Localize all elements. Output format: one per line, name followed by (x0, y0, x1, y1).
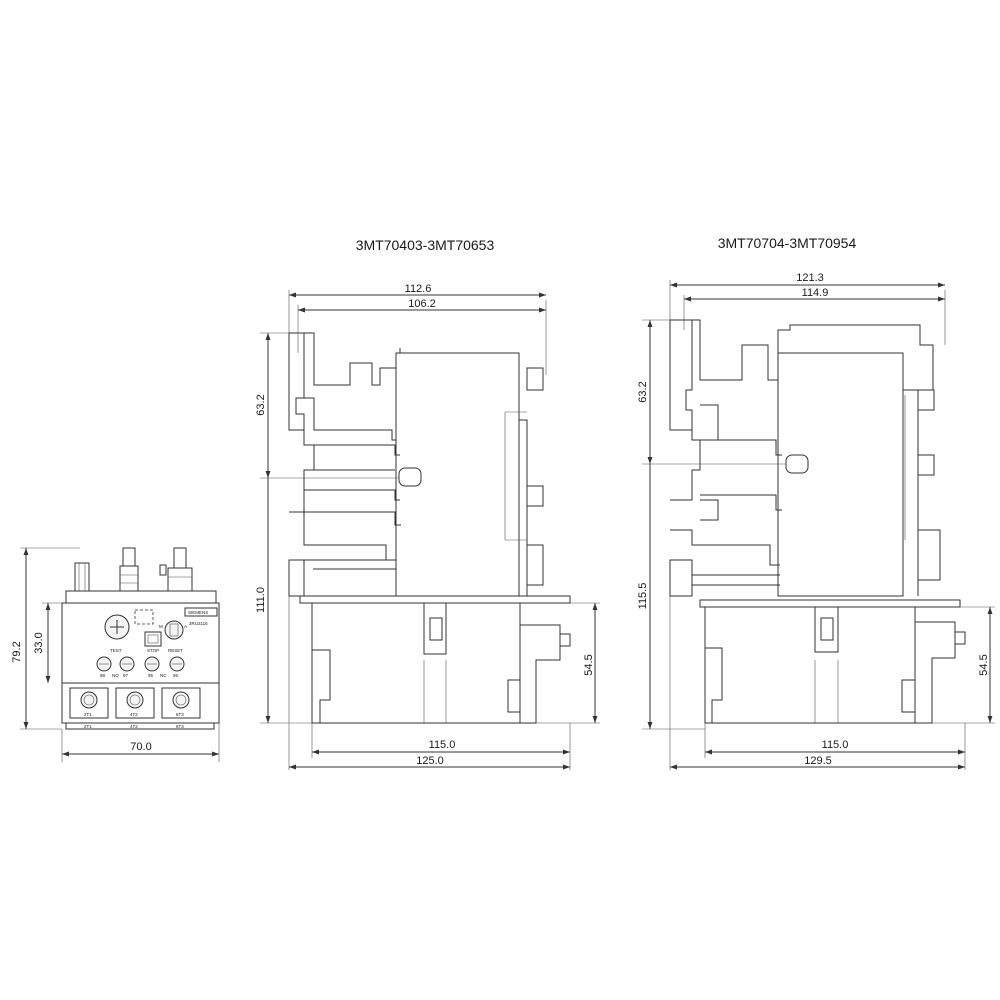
relay-body-2 (699, 599, 966, 724)
front-upper-dim: 33.0 (33, 632, 45, 653)
test-label: TEST (110, 648, 122, 653)
side2-top2-dim: 114.9 (802, 287, 829, 299)
svg-text:98: 98 (100, 673, 106, 678)
side1-title: 3MT70403-3MT70653 (356, 237, 495, 253)
svg-text:95: 95 (148, 673, 154, 678)
reset-label: RESET (168, 648, 183, 653)
svg-text:M: M (159, 624, 163, 629)
side2-title: 3MT70704-3MT70954 (718, 235, 857, 251)
front-view: SIEMENS 3RU2116 M A TEST STOP RESET 98 N… (11, 547, 220, 762)
main-terminal-screw-icon (172, 691, 190, 709)
brand-label: SIEMENS (188, 610, 208, 615)
side2-top1-dim: 121.3 (796, 272, 824, 284)
side1-bottom1-dim: 115.0 (429, 739, 456, 751)
mode-selector-icon (164, 620, 184, 640)
side2-right-dim: 54.5 (978, 654, 990, 675)
svg-text:96: 96 (173, 673, 179, 678)
svg-text:NO: NO (112, 673, 119, 678)
aux-terminals: 98 NO 97 95 NC 96 (96, 656, 185, 678)
stop-label: STOP (147, 648, 159, 653)
svg-text:6T3: 6T3 (176, 712, 184, 717)
front-height-dim: 79.2 (11, 641, 23, 662)
side1-right-dim: 54.5 (583, 654, 595, 675)
svg-text:A: A (184, 624, 187, 629)
side2-bottom1-dim: 115.0 (822, 739, 849, 751)
svg-text:2T1: 2T1 (84, 712, 92, 717)
side2-left-upper-dim: 63.2 (637, 381, 649, 402)
side1-bottom2-dim: 125.0 (416, 755, 444, 767)
side1-left-upper-dim: 63.2 (255, 394, 267, 415)
cable-stubs (74, 547, 193, 592)
main-terminal-screw-icon (80, 691, 98, 709)
side2-left-total-dim: 115.5 (637, 583, 649, 610)
side1-left-total-dim: 111.0 (255, 587, 267, 613)
svg-text:6T3: 6T3 (176, 724, 184, 729)
svg-text:4T2: 4T2 (130, 724, 138, 729)
contactor-body-2 (669, 319, 941, 597)
svg-text:2T1: 2T1 (84, 724, 92, 729)
contactor-body (288, 332, 544, 597)
svg-text:NC: NC (160, 673, 167, 678)
relay-body (299, 595, 571, 724)
stop-button-icon (144, 631, 162, 647)
side1-top2-dim: 106.2 (408, 298, 436, 310)
svg-text:4T2: 4T2 (130, 712, 138, 717)
model-label: 3RU2116 (189, 621, 208, 626)
side-view-2: 3MT70704-3MT70954 (637, 235, 995, 770)
side-view-1: 3MT70403-3MT70653 (255, 237, 600, 770)
side2-bottom2-dim: 129.5 (804, 755, 832, 767)
side1-top1-dim: 112.6 (405, 283, 432, 295)
front-width-dim: 70.0 (130, 741, 151, 753)
svg-text:97: 97 (123, 673, 129, 678)
main-terminal-screw-icon (126, 691, 144, 709)
